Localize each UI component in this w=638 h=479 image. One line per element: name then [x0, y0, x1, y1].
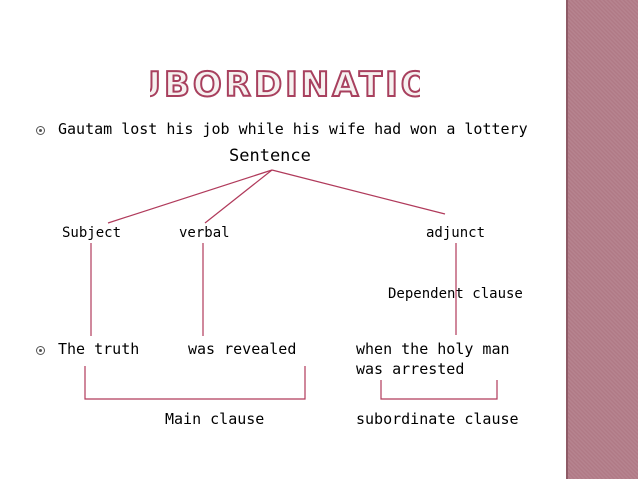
phrase-was-revealed: was revealed	[188, 340, 297, 358]
branch-sentence-verbal	[204, 169, 273, 224]
phrase-the-truth: The truth	[58, 340, 140, 358]
decorative-sidebar	[568, 0, 638, 479]
branch-sentence-adjunct	[271, 169, 446, 215]
bullet-icon	[36, 346, 45, 355]
phrase-when-line2: was arrested	[356, 360, 465, 378]
node-subject: Subject	[62, 225, 122, 241]
node-sentence: Sentence	[229, 146, 311, 166]
phrase-when-line1: when the holy man	[356, 340, 510, 358]
label-subordinate-clause: subordinate clause	[356, 410, 519, 428]
label-main-clause: Main clause	[165, 410, 265, 428]
node-adjunct: adjunct	[426, 225, 486, 241]
node-verbal: verbal	[179, 225, 230, 241]
bracket-subordinate-clause	[380, 380, 498, 400]
branch-sentence-subject	[107, 169, 273, 224]
slide-title: SUBORDINATION	[150, 64, 420, 106]
sidebar-edge	[566, 0, 568, 479]
bullet-sentence-text: Gautam lost his job while his wife had w…	[58, 120, 528, 138]
bracket-main-clause	[84, 366, 306, 400]
slide-title-text: SUBORDINATION	[150, 65, 420, 105]
bullet-icon	[36, 126, 45, 135]
